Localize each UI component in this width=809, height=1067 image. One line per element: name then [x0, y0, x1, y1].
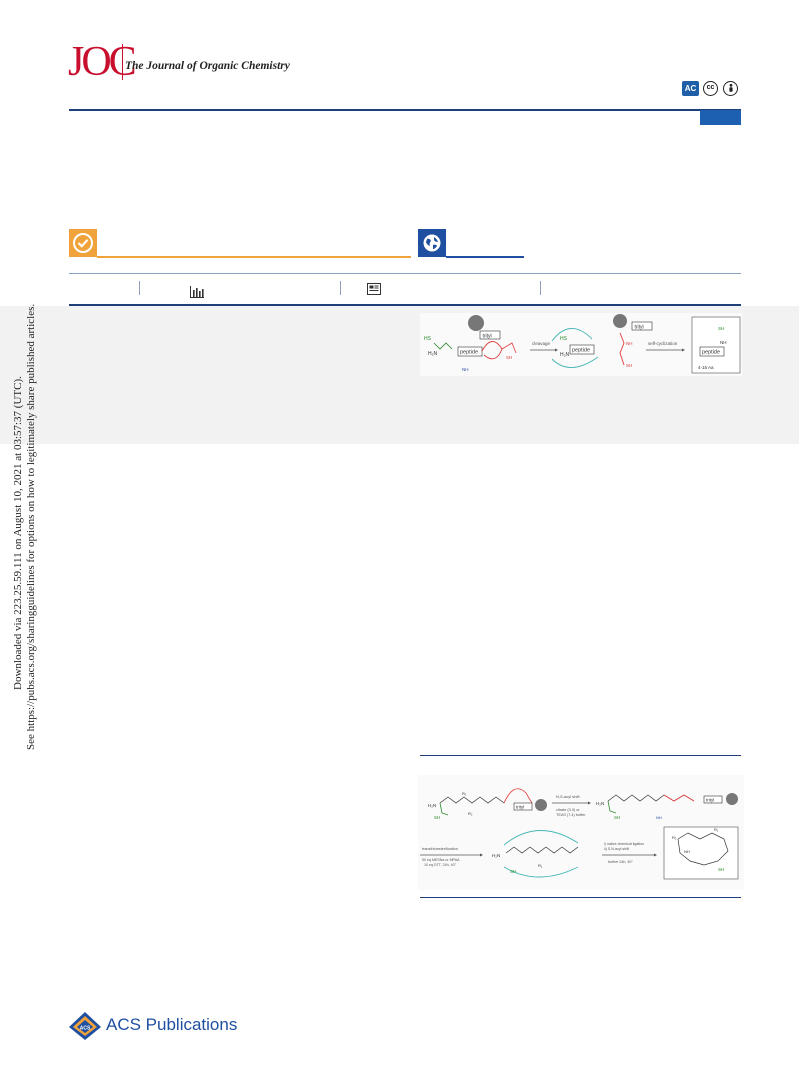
svg-text:R₁: R₁	[462, 791, 467, 796]
free-access-bar	[97, 256, 411, 258]
journal-name[interactable]: The Journal of Organic Chemistry	[125, 60, 290, 72]
svg-text:R₂: R₂	[672, 835, 677, 840]
svg-text:H₂N: H₂N	[428, 351, 438, 357]
metrics-separator	[139, 281, 140, 295]
svg-text:H₂N: H₂N	[492, 853, 500, 858]
svg-text:SH: SH	[626, 363, 632, 368]
download-line: Downloaded via 223.25.59.111 on August 1…	[12, 376, 24, 690]
svg-text:transthioesterification: transthioesterification	[422, 847, 458, 851]
peptide-label: peptide	[460, 350, 478, 356]
globe-icon[interactable]	[418, 229, 446, 257]
svg-text:further 24h, 40°: further 24h, 40°	[608, 860, 633, 864]
acs-authorchoice-badge[interactable]: AC	[682, 81, 699, 96]
svg-text:NH: NH	[684, 849, 690, 854]
resin-bead-icon	[613, 314, 627, 328]
svg-text:ii) S,N-acyl shift: ii) S,N-acyl shift	[604, 847, 629, 851]
svg-text:peptide: peptide	[572, 348, 590, 354]
svg-text:SH: SH	[614, 815, 620, 820]
svg-text:H₂N: H₂N	[428, 803, 436, 808]
svg-text:SH: SH	[718, 326, 724, 331]
svg-text:SH: SH	[718, 867, 724, 872]
download-notice: Downloaded via 223.25.59.111 on August 1…	[12, 304, 37, 750]
resin-bead-icon	[726, 793, 738, 805]
header-rule	[69, 109, 741, 111]
newspaper-icon[interactable]	[367, 283, 381, 295]
svg-text:R₁: R₁	[714, 827, 719, 832]
journal-logo[interactable]: JOC	[68, 39, 137, 85]
svg-text:SH: SH	[510, 869, 516, 874]
attribution-icon	[728, 83, 733, 92]
svg-text:NH: NH	[720, 340, 727, 345]
svg-text:i) native chemical ligation: i) native chemical ligation	[604, 842, 644, 846]
svg-text:SH: SH	[506, 355, 512, 360]
svg-text:peptide: peptide	[702, 350, 720, 356]
reaction-scheme[interactable]: H₂N SH R₁ R₂ trityl N,S-acyl shift citra…	[418, 775, 744, 890]
bar-chart-icon[interactable]	[190, 283, 204, 298]
svg-text:HS: HS	[560, 336, 568, 342]
trityl-label: trityl	[483, 333, 492, 339]
hs-label: HS	[424, 336, 432, 342]
svg-text:NH: NH	[462, 367, 469, 372]
scheme-top-rule	[420, 755, 741, 756]
cleavage-label: cleavage	[532, 341, 551, 346]
ring-size-label: 4-15 Aa	[698, 365, 714, 370]
metrics-top-rule	[69, 273, 741, 274]
metrics-bottom-rule	[69, 304, 741, 306]
svg-text:trityl: trityl	[706, 798, 714, 803]
svg-text:ACS: ACS	[80, 1026, 91, 1032]
svg-text:H₂N: H₂N	[560, 352, 570, 358]
scheme-bottom-rule	[420, 897, 741, 898]
resin-bead-icon	[535, 799, 547, 811]
acs-emblem-icon[interactable]: ACS	[68, 1011, 102, 1041]
self-cyclization-label: self-cyclization	[648, 341, 678, 346]
svg-text:trityl: trityl	[516, 805, 524, 810]
svg-text:NH: NH	[656, 815, 662, 820]
svg-text:R₂: R₂	[468, 811, 473, 816]
svg-text:NH: NH	[626, 341, 633, 346]
toc-graphic[interactable]: trityl HS H₂N peptide SH NH cleavage HS …	[420, 313, 742, 376]
svg-text:R₁: R₁	[538, 863, 543, 868]
svg-text:H₂N: H₂N	[596, 801, 604, 806]
acs-publications-logo[interactable]: ACS Publications	[106, 1015, 238, 1034]
svg-text:citrate (3.0) or: citrate (3.0) or	[556, 808, 580, 812]
sharing-guidelines-line[interactable]: See https://pubs.acs.org/sharingguidelin…	[25, 303, 37, 750]
svg-text:SH: SH	[434, 815, 440, 820]
resin-bead-icon	[468, 315, 484, 331]
creative-commons-icon[interactable]: cc	[703, 81, 718, 96]
open-access-bar	[446, 256, 524, 258]
svg-text:N,S-acyl shift: N,S-acyl shift	[556, 794, 580, 799]
logo-divider	[122, 44, 123, 80]
person-icon[interactable]	[723, 81, 738, 96]
svg-text:10 eq DTT, 24h, 40°: 10 eq DTT, 24h, 40°	[424, 863, 457, 867]
metrics-separator	[340, 281, 341, 295]
check-circle-icon[interactable]	[69, 229, 97, 257]
svg-text:trityl: trityl	[635, 324, 644, 330]
svg-text:50 eq MESNa or MPAA: 50 eq MESNa or MPAA	[422, 858, 460, 862]
header-accent-tab	[700, 110, 741, 125]
metrics-separator	[540, 281, 541, 295]
svg-text:TEAS (7.4) buffer: TEAS (7.4) buffer	[556, 813, 586, 817]
